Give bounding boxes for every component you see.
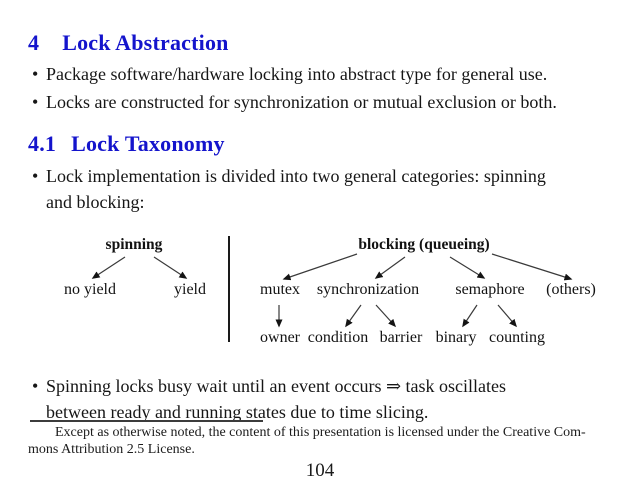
tree-node-binary: binary bbox=[435, 329, 477, 346]
bullet-text: Locks are constructed for synchronizatio… bbox=[46, 92, 557, 112]
section-number: 4 bbox=[28, 30, 40, 55]
tree-node-semaphore: semaphore bbox=[455, 281, 525, 298]
bullet-glyph: • bbox=[32, 64, 39, 84]
tree-node-mutex: mutex bbox=[260, 281, 300, 298]
tree-node-yield: yield bbox=[174, 281, 206, 298]
tree-arrows-svg bbox=[91, 236, 573, 342]
bullet-glyph: • bbox=[32, 166, 39, 186]
footnote-line1: Except as otherwise noted, the content o… bbox=[55, 425, 586, 440]
bullet-text-line2: and blocking: bbox=[46, 192, 145, 212]
section-title: Lock Abstraction bbox=[62, 30, 229, 55]
bullet-lock-implementation: • Lock implementation is divided into tw… bbox=[32, 163, 631, 215]
section-heading-lock-taxonomy: 4.1 Lock Taxonomy bbox=[28, 131, 225, 157]
tree-node-synchronization: synchronization bbox=[316, 281, 420, 298]
page-number: 104 bbox=[305, 460, 335, 481]
tree-node-counting: counting bbox=[489, 329, 545, 346]
footnote-line2: mons Attribution 2.5 License. bbox=[28, 442, 195, 457]
section-heading-lock-abstraction: 4 Lock Abstraction bbox=[28, 30, 229, 56]
section-number: 4.1 bbox=[28, 131, 57, 156]
bullet-locks-constructed: • Locks are constructed for synchronizat… bbox=[32, 89, 631, 115]
bullet-spinning-busy-wait: • Spinning locks busy wait until an even… bbox=[32, 373, 631, 425]
bullet-glyph: • bbox=[32, 376, 39, 396]
tree-node-barrier: barrier bbox=[379, 329, 423, 346]
tree-node-spinning: spinning bbox=[105, 236, 163, 253]
bullet-package-locking: • Package software/hardware locking into… bbox=[32, 61, 631, 87]
bullet-glyph: • bbox=[32, 92, 39, 112]
tree-node-others: (others) bbox=[546, 281, 596, 298]
bullet-text-line1: Spinning locks busy wait until an event … bbox=[46, 376, 507, 396]
tree-node-no-yield: no yield bbox=[64, 281, 116, 298]
bullet-text-line1: Lock implementation is divided into two … bbox=[46, 166, 546, 186]
bullet-text-line2: between ready and running states due to … bbox=[46, 402, 429, 422]
footnote-rule bbox=[30, 420, 263, 422]
tree-node-blocking-queueing: blocking (queueing) bbox=[358, 236, 490, 253]
bullet-text: Package software/hardware locking into a… bbox=[46, 64, 548, 84]
taxonomy-diagram: spinning blocking (queueing) no yield yi… bbox=[64, 236, 596, 346]
section-title: Lock Taxonomy bbox=[71, 131, 225, 156]
tree-node-owner: owner bbox=[260, 329, 300, 346]
tree-node-condition: condition bbox=[307, 329, 369, 346]
